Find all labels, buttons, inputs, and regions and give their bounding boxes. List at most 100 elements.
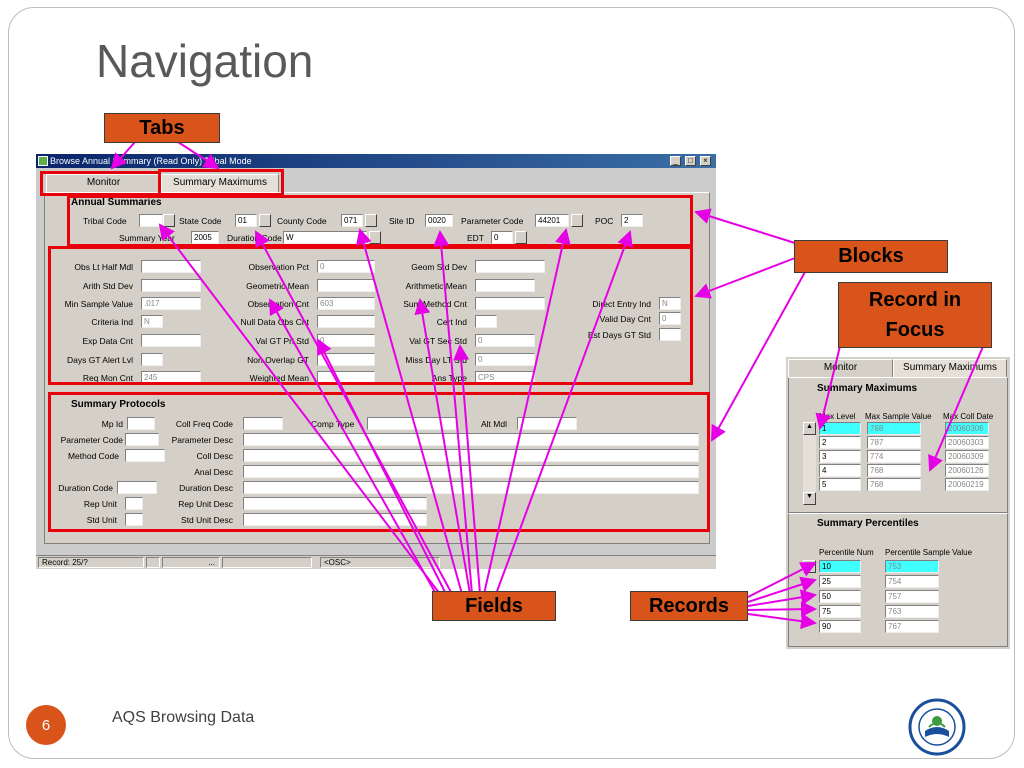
max-level-row-2[interactable]: 2: [819, 436, 861, 449]
max-value-row-3[interactable]: 774: [867, 450, 921, 463]
max-value-row-1[interactable]: 788: [867, 422, 921, 435]
tab-summary-maximums[interactable]: Summary Maximums: [161, 174, 279, 192]
summary-percentiles-header: Summary Percentiles: [817, 518, 919, 529]
method-code-label: Method Code: [67, 451, 119, 461]
percentile-value-row-2[interactable]: 754: [885, 575, 939, 588]
percentile-value-row-1[interactable]: 753: [885, 560, 939, 573]
vertical-scrollbar[interactable]: [803, 435, 816, 492]
protocol-duration-code-field[interactable]: [117, 481, 157, 494]
max-date-row-4[interactable]: 20060126: [945, 464, 989, 477]
callout-record-line1: Record in: [868, 289, 962, 311]
callout-tabs: Tabs: [104, 113, 220, 143]
max-sample-value-col-header: Max Sample Value: [865, 412, 932, 421]
max-date-row-1[interactable]: 20060306: [945, 422, 989, 435]
status-bar: Record: 25/? ... <OSC>: [36, 555, 716, 569]
parameter-code-label: Parameter Code: [461, 216, 524, 226]
max-level-row-3[interactable]: 3: [819, 450, 861, 463]
max-value-row-4[interactable]: 768: [867, 464, 921, 477]
parameter-code-field[interactable]: 44201: [535, 214, 569, 227]
side-panel-maximums: Summary Maximums Max Level Max Sample Va…: [788, 377, 1008, 513]
maximize-icon[interactable]: □: [685, 156, 696, 166]
poc-field[interactable]: 2: [621, 214, 643, 227]
annual-summaries-header: Annual Summaries: [71, 197, 162, 208]
max-coll-date-col-header: Max Coll Date: [943, 412, 994, 421]
window-title: Browse Annual Summary (Read Only) Tribal…: [50, 156, 252, 166]
block-highlight-protocols: [48, 392, 710, 532]
status-cell-4: [222, 557, 312, 568]
criteria-ind-field[interactable]: N: [141, 315, 163, 328]
callout-record-in-focus: Record in Focus: [838, 282, 992, 348]
max-level-row-1[interactable]: 1: [819, 422, 861, 435]
min-sample-value-label: Min Sample Value: [64, 299, 133, 309]
max-date-row-5[interactable]: 20060219: [945, 478, 989, 491]
callout-record-line2: Focus: [885, 319, 945, 341]
close-icon[interactable]: ×: [700, 156, 711, 166]
rep-unit-field[interactable]: [125, 497, 143, 510]
criteria-ind-label: Criteria Ind: [91, 317, 133, 327]
duration-code-label-2: Duration Code: [58, 483, 113, 493]
page-number-badge: 6: [26, 705, 66, 745]
mp-id-label: Mp Id: [101, 419, 123, 429]
block-highlight-stats: [48, 246, 693, 385]
tabs-highlight-summary: [158, 169, 284, 196]
protocol-parameter-code-field[interactable]: [125, 433, 159, 446]
est-days-gt-std-field[interactable]: [659, 328, 681, 341]
scroll-down-icon[interactable]: ▼: [803, 492, 816, 505]
county-code-label: County Code: [277, 216, 327, 226]
max-level-row-5[interactable]: 5: [819, 478, 861, 491]
percentile-value-row-3[interactable]: 757: [885, 590, 939, 603]
summary-maximums-header: Summary Maximums: [817, 383, 918, 394]
days-gt-alert-lvl-label: Days GT Alert Lvl: [67, 355, 133, 365]
tabs-highlight-monitor: [40, 171, 161, 196]
slide-title: Navigation: [96, 35, 314, 87]
percentile-num-row-5[interactable]: 90: [819, 620, 861, 633]
scroll-up-icon[interactable]: ▲: [803, 422, 816, 435]
status-ellipsis: ...: [162, 557, 220, 568]
direct-entry-ind-field[interactable]: N: [659, 297, 681, 310]
poc-label: POC: [595, 216, 614, 226]
valid-day-cnt-field[interactable]: 0: [659, 312, 681, 325]
site-id-label: Site ID: [389, 216, 415, 226]
obs-lt-half-mdl-label: Obs Lt Half Mdl: [74, 262, 133, 272]
max-level-row-4[interactable]: 4: [819, 464, 861, 477]
side-window: Monitor Summary Maximums Summary Maximum…: [786, 357, 1010, 649]
tribal-code-field[interactable]: [139, 214, 163, 227]
side-tab-summary-maximums[interactable]: Summary Maximums: [893, 359, 1007, 377]
app-icon: [38, 156, 48, 166]
status-record: Record: 25/?: [38, 557, 144, 568]
percentile-scroll-up-icon[interactable]: ▲: [803, 560, 816, 573]
minimize-icon[interactable]: _: [670, 156, 681, 166]
callout-blocks: Blocks: [794, 240, 948, 273]
max-date-row-2[interactable]: 20060303: [945, 436, 989, 449]
percentile-num-row-1[interactable]: 10: [819, 560, 861, 573]
mp-id-field[interactable]: [127, 417, 155, 430]
percentile-sample-value-col-header: Percentile Sample Value: [885, 548, 973, 557]
percentile-num-row-3[interactable]: 50: [819, 590, 861, 603]
std-unit-field[interactable]: [125, 513, 143, 526]
tribal-code-label: Tribal Code: [83, 216, 127, 226]
side-panel-percentiles: Summary Percentiles Percentile Num Perce…: [788, 513, 1008, 647]
max-level-col-header: Max Level: [819, 412, 856, 421]
rep-unit-label: Rep Unit: [83, 499, 117, 509]
percentile-value-row-5[interactable]: 767: [885, 620, 939, 633]
percentile-num-row-2[interactable]: 25: [819, 575, 861, 588]
req-mon-cnt-label: Req Mon Cnt: [82, 373, 133, 383]
footer-text: AQS Browsing Data: [112, 709, 255, 726]
window-titlebar[interactable]: Browse Annual Summary (Read Only) Tribal…: [36, 154, 716, 168]
std-unit-label: Std Unit: [86, 515, 117, 525]
block-highlight-annual: [67, 195, 693, 247]
max-value-row-2[interactable]: 787: [867, 436, 921, 449]
max-date-row-3[interactable]: 20060309: [945, 450, 989, 463]
parameter-code-lov-button[interactable]: [571, 214, 583, 227]
callout-fields: Fields: [432, 591, 556, 621]
percentile-value-row-4[interactable]: 763: [885, 605, 939, 618]
edt-label: EDT: [467, 233, 484, 243]
state-code-label: State Code: [179, 216, 222, 226]
percentile-num-row-4[interactable]: 75: [819, 605, 861, 618]
agency-seal-icon: [908, 698, 966, 756]
callout-records: Records: [630, 591, 748, 621]
status-cell-2: [146, 557, 160, 568]
exp-data-cnt-label: Exp Data Cnt: [82, 336, 133, 346]
side-tab-monitor[interactable]: Monitor: [788, 359, 893, 377]
max-value-row-5[interactable]: 768: [867, 478, 921, 491]
